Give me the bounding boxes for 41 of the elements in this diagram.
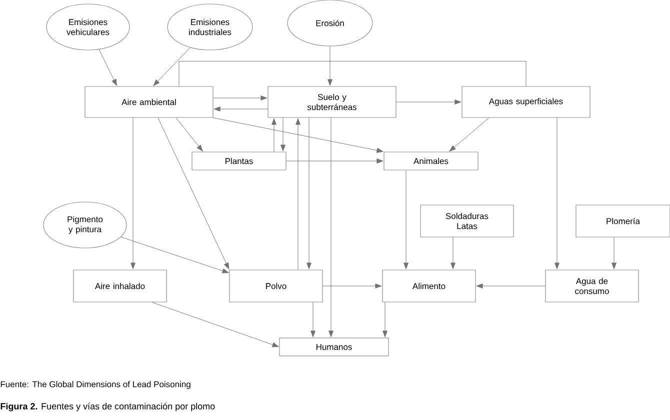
arrow: [449, 118, 490, 152]
process-box: Plantas: [192, 152, 286, 170]
process-box: Aire inhalado: [73, 270, 167, 302]
arrow: [554, 118, 560, 270]
arrow: [306, 118, 312, 270]
arrow: [612, 237, 616, 270]
arrow: [322, 284, 382, 288]
figure-caption: Figura 2. Fuentes y vías de contaminación por plomo: [0, 402, 215, 412]
arrow: [382, 302, 388, 338]
process-box: Alimento: [382, 270, 476, 302]
arrow: [152, 302, 279, 348]
arrow: [280, 118, 286, 152]
arrow: [130, 118, 136, 270]
arrow: [296, 118, 300, 270]
arrow: [153, 47, 190, 86]
arrow: [98, 49, 117, 86]
process-box: Aguas superficiales: [462, 86, 590, 118]
arrow: [328, 118, 334, 338]
process-box: Humanos: [279, 338, 389, 356]
process-box: Plomería: [576, 204, 670, 238]
process-box: Aire ambiental: [84, 86, 214, 118]
source-note: Fuente: The Global Dimensions of Lead Poisoning: [0, 381, 190, 389]
arrow: [214, 106, 268, 112]
process-box: Animales: [384, 152, 478, 170]
process-box: Polvo: [229, 270, 323, 302]
arrow: [120, 236, 229, 274]
arrow: [404, 170, 408, 270]
process-box: Agua de consumo: [545, 270, 639, 302]
arrow: [176, 118, 203, 152]
arrow: [476, 284, 546, 288]
arrow: [328, 46, 332, 86]
arrow: [450, 237, 456, 270]
arrow: [272, 118, 276, 152]
process-box: Soldaduras Latas: [420, 204, 514, 238]
arrow: [310, 302, 316, 338]
arrow: [158, 118, 230, 270]
arrow: [213, 96, 268, 100]
arrow: [286, 158, 384, 164]
arrow: [213, 118, 384, 153]
arrow: [396, 100, 462, 104]
process-box: Suelo y subterráneas: [268, 86, 396, 118]
